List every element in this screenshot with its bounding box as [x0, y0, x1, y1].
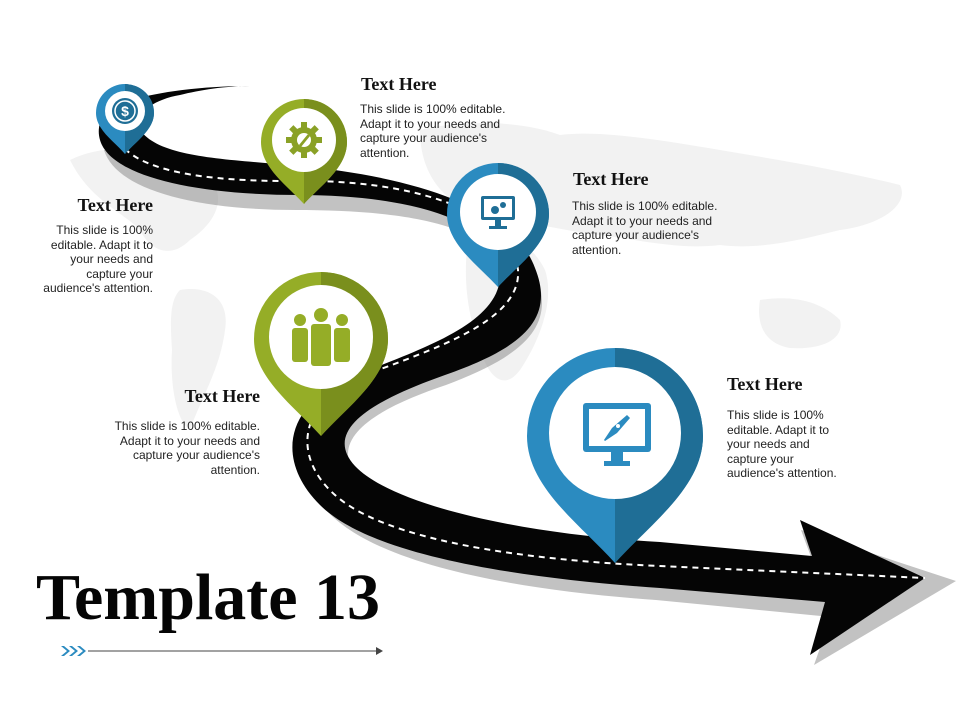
milestone-1-description: This slide is 100% editable. Adapt it to…	[43, 223, 153, 296]
milestone-4-line: capture your audience's	[132, 448, 260, 462]
milestone-2-line: Adapt it to your needs and	[360, 116, 501, 131]
milestone-1-line: audience's attention.	[43, 281, 153, 295]
monitor-gears-icon	[481, 196, 515, 229]
milestone-4-heading: Text Here	[184, 386, 260, 406]
milestone-5-line: This slide is 100%	[727, 408, 824, 422]
dollar-coin-icon: $	[112, 98, 138, 124]
monitor-rocket-icon	[583, 403, 651, 466]
milestone-2-line: capture your audience's	[360, 131, 488, 145]
pin-dollar: $	[96, 84, 154, 154]
milestone-4-line: This slide is 100% editable.	[114, 419, 260, 433]
milestone-1-line: capture your	[86, 266, 153, 281]
milestone-4-line: Adapt it to your needs and	[119, 433, 260, 448]
milestone-4-line: attention.	[210, 462, 260, 477]
milestone-2-line: attention.	[360, 145, 410, 160]
pin-gear	[261, 99, 347, 204]
svg-text:$: $	[121, 103, 129, 119]
milestone-2-line: This slide is 100% editable.	[360, 102, 506, 116]
milestone-3-description: This slide is 100% editable. Adapt it to…	[572, 199, 717, 257]
milestone-3-line: This slide is 100% editable.	[572, 199, 718, 213]
team-people-icon	[292, 308, 350, 366]
milestone-1-heading: Text Here	[77, 195, 153, 215]
milestone-3-heading: Text Here	[573, 169, 649, 189]
milestone-5-heading: Text Here	[727, 374, 803, 394]
pin-team	[254, 272, 388, 436]
pin-monitor-rocket	[527, 348, 703, 563]
milestone-5-line: your needs and	[727, 437, 810, 451]
milestone-5-line: editable. Adapt it to	[727, 422, 830, 437]
milestone-3-line: capture your audience's	[572, 228, 700, 242]
milestone-4-description: This slide is 100% editable. Adapt it to…	[115, 419, 260, 477]
milestone-3-line: attention.	[572, 242, 622, 257]
milestone-5-description: This slide is 100% editable. Adapt it to…	[727, 408, 837, 481]
milestone-5-line: capture your	[727, 451, 794, 466]
milestone-2-heading: Text Here	[361, 74, 437, 94]
milestone-1-line: editable. Adapt it to	[50, 237, 153, 252]
lane-marking-top	[139, 87, 241, 113]
milestone-1-line: This slide is 100%	[56, 223, 153, 237]
gear-rocket-icon	[286, 122, 322, 158]
milestone-3-line: Adapt it to your needs and	[572, 213, 713, 228]
title-underline	[61, 646, 383, 656]
milestone-2-description: This slide is 100% editable. Adapt it to…	[360, 102, 505, 160]
road	[98, 86, 925, 655]
milestone-1-line: your needs and	[70, 252, 153, 266]
slide-title: Template 13	[36, 561, 381, 634]
pin-monitor-gears	[447, 163, 549, 287]
milestone-5-line: audience's attention.	[727, 466, 837, 480]
